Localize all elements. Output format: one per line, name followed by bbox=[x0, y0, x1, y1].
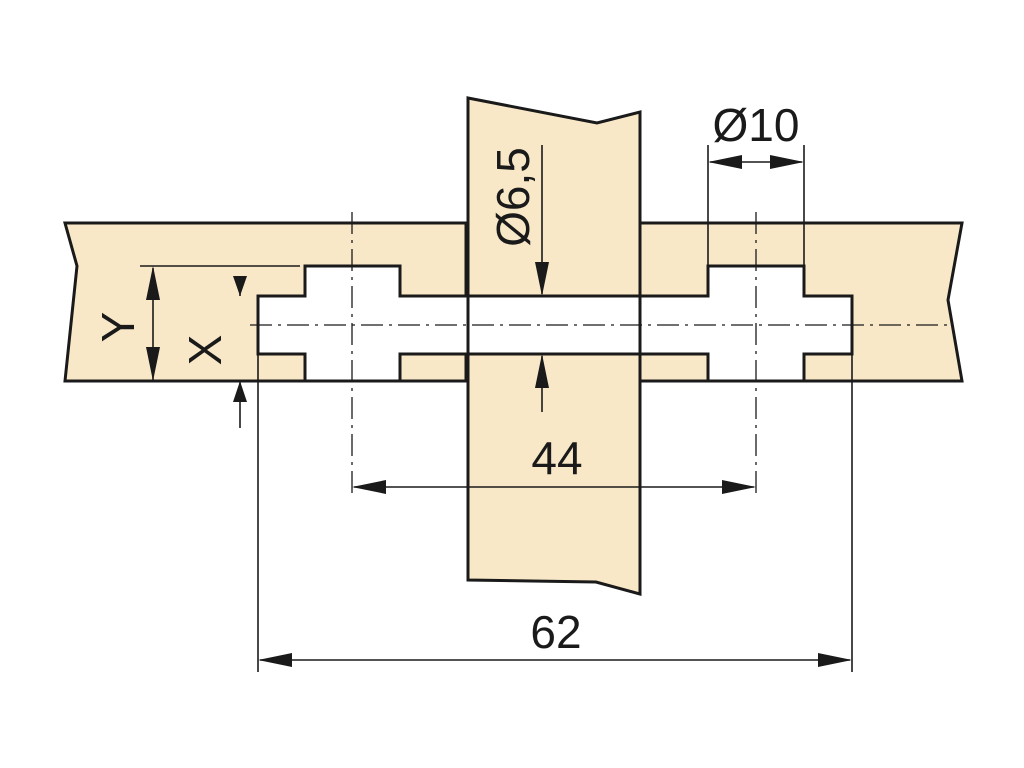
y-dimension bbox=[146, 266, 160, 381]
x-dimension bbox=[233, 276, 247, 428]
x-label: X bbox=[179, 335, 231, 366]
bore-diameter-label: Ø6,5 bbox=[487, 147, 539, 247]
hole-spacing-dimension bbox=[352, 480, 756, 494]
pin-diameter-label: Ø10 bbox=[713, 99, 800, 151]
overall-length-dimension bbox=[258, 653, 852, 667]
bore-diameter-dimension bbox=[535, 145, 549, 412]
y-label: Y bbox=[92, 312, 144, 343]
overall-length-label: 62 bbox=[530, 606, 581, 658]
hole-spacing-label: 44 bbox=[531, 432, 582, 484]
pin-diameter-dimension bbox=[708, 155, 804, 169]
